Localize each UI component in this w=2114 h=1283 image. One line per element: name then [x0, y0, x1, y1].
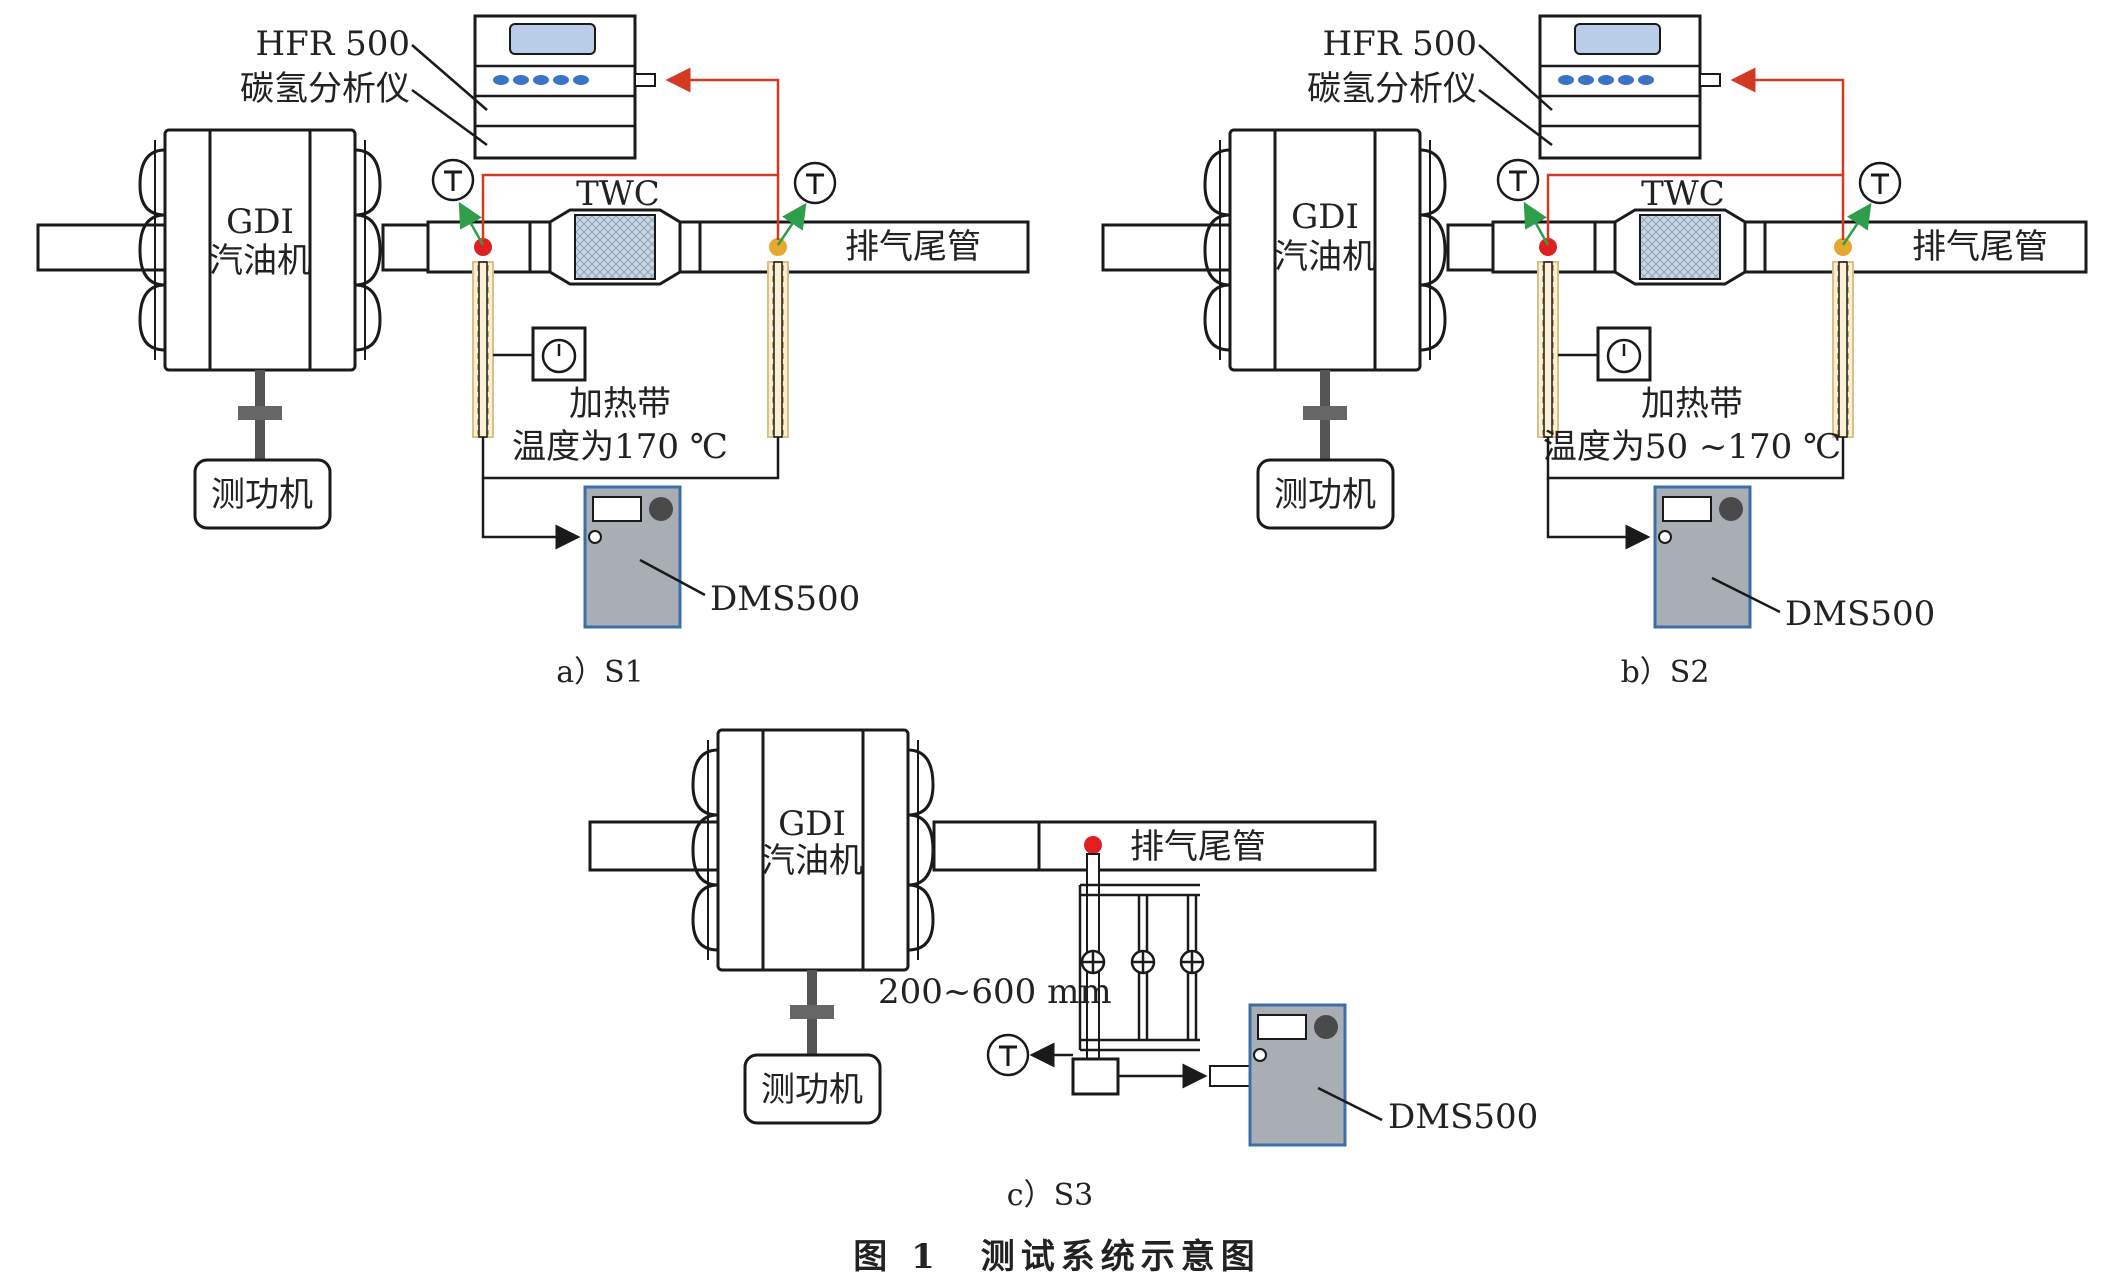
figure-caption: 图 1 测试系统示意图	[853, 1237, 1261, 1277]
heater-label: 加热带	[1641, 384, 1743, 424]
intake-pipe	[36, 223, 170, 272]
dynamometer-label: 测功机	[1274, 475, 1376, 515]
engine-label: GDI	[778, 804, 846, 844]
heated-line-upstream	[1537, 261, 1559, 438]
tailpipe-label: 排气尾管	[1912, 227, 2048, 267]
exhaust-pipe	[1491, 220, 2088, 274]
particle-analyzer-label: DMS500	[710, 579, 860, 619]
sensor-box	[1071, 1057, 1120, 1096]
heated-line-downstream	[767, 261, 789, 438]
hc-analyzer-name: 碳氢分析仪	[1307, 69, 1477, 109]
sampling-line	[1078, 853, 1205, 1060]
length-label: 200~600 mm	[878, 972, 1112, 1012]
heated-line-downstream	[1832, 261, 1854, 438]
tailpipe-label: 排气尾管	[1130, 827, 1266, 867]
tailpipe-label: 排气尾管	[845, 227, 981, 267]
panel-s1: GDI 汽油机 TWC 排气尾管 HFR 500 碳氢分析仪	[36, 14, 1030, 690]
engine-label-sub: 汽油机	[761, 841, 863, 881]
dynamometer	[193, 458, 332, 530]
heater-temp-label: 温度为50 ~170 ℃	[1543, 427, 1841, 467]
sample-point-downstream	[1834, 238, 1852, 256]
hc-analyzer	[473, 14, 657, 160]
valve	[1130, 949, 1156, 975]
sample-point-upstream	[474, 238, 492, 256]
dynamometer	[743, 1053, 882, 1125]
thermocouple-upstream	[1496, 158, 1540, 202]
engine-label: GDI	[226, 202, 294, 242]
caption-s1: a）S1	[556, 655, 644, 690]
catalyst-label: TWC	[1641, 174, 1725, 214]
caption-s3: c）S3	[1007, 1178, 1093, 1213]
catalyst-twc	[1593, 208, 1767, 286]
catalyst-label: TWC	[576, 174, 660, 214]
caption-s2: b）S2	[1621, 655, 1710, 690]
exhaust-pipe	[426, 220, 1030, 274]
particle-analyzer	[1248, 1003, 1347, 1147]
thermocouple-upstream	[431, 158, 475, 202]
dynamometer	[1256, 458, 1395, 530]
sample-point-upstream	[1539, 238, 1557, 256]
engine-label: GDI	[1291, 197, 1359, 237]
particle-analyzer-label: DMS500	[1388, 1097, 1538, 1137]
heater-label: 加热带	[569, 384, 671, 424]
hc-analyzer	[1538, 14, 1722, 160]
dynamometer-label: 测功机	[211, 475, 313, 515]
thermocouple-downstream	[793, 161, 837, 205]
particle-analyzer-label: DMS500	[1785, 594, 1935, 634]
hc-analyzer-model: HFR 500	[1322, 24, 1477, 64]
heater-temp-label: 温度为170 ℃	[512, 427, 728, 467]
heated-line-upstream	[472, 261, 494, 438]
dynamometer-label: 测功机	[761, 1070, 863, 1110]
thermocouple-downstream	[1858, 161, 1902, 205]
particle-analyzer	[1653, 485, 1752, 629]
sample-point-downstream	[769, 238, 787, 256]
panel-s2: GDI 汽油机 TWC 排气尾管 HFR 500 碳氢分析仪	[1101, 14, 2088, 690]
valve	[1080, 949, 1106, 975]
valve	[1179, 949, 1205, 975]
engine-label-sub: 汽油机	[209, 241, 311, 281]
hc-analyzer-name: 碳氢分析仪	[240, 69, 410, 109]
engine-label-sub: 汽油机	[1274, 237, 1376, 277]
catalyst-twc	[528, 208, 702, 286]
sample-point	[1084, 836, 1102, 854]
panel-s3: GDI 汽油机 排气尾管	[588, 728, 1538, 1213]
particle-analyzer	[583, 485, 682, 629]
hc-analyzer-model: HFR 500	[255, 24, 410, 64]
thermocouple	[986, 1033, 1030, 1077]
